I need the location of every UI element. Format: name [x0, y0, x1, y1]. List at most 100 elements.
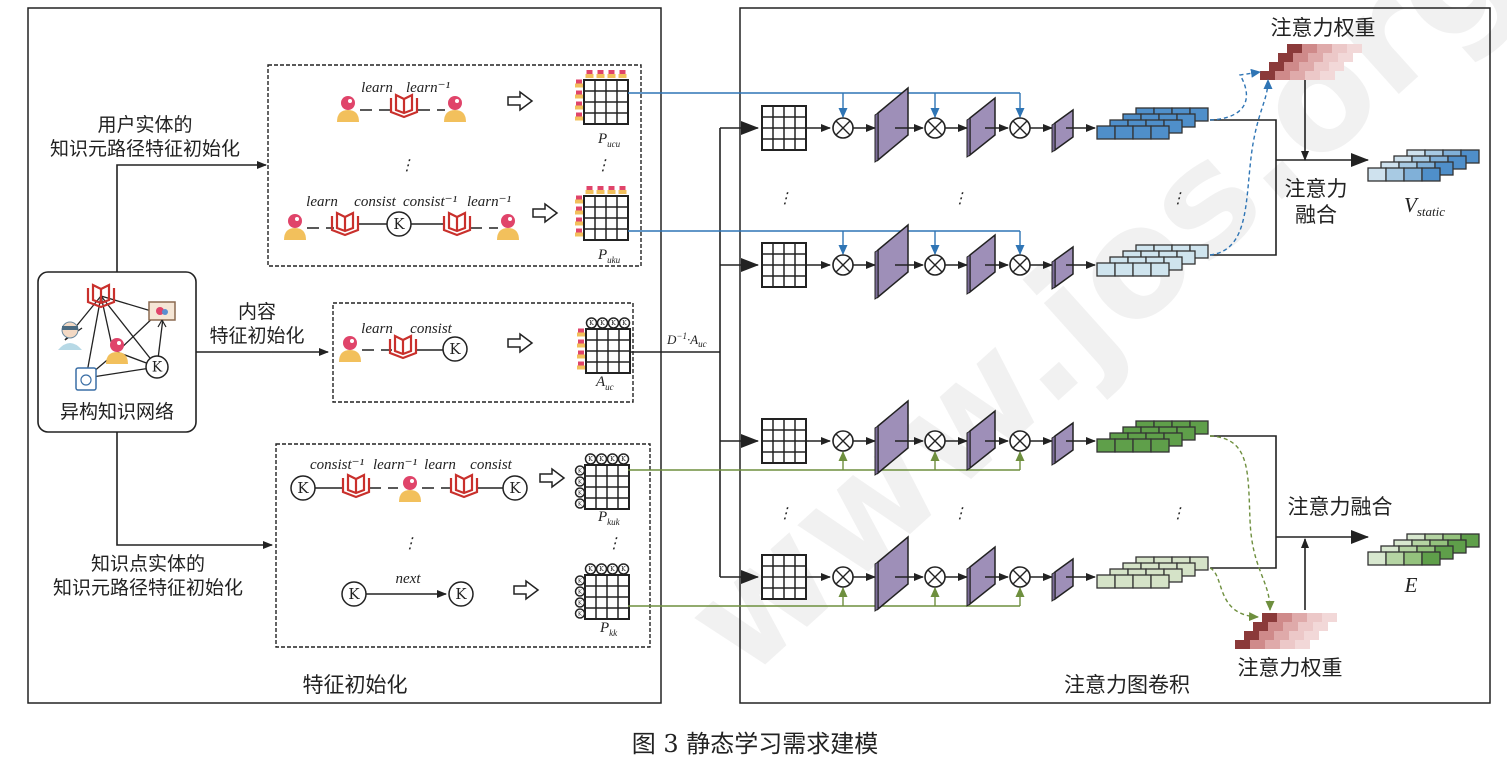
user-icon [337, 96, 359, 122]
output-e-label: E [1404, 573, 1418, 597]
matrix-p-kuk [584, 464, 630, 510]
matrix-label-puku: Puku [597, 247, 621, 265]
knowledge-node-circle [574, 498, 586, 509]
embedding-cell [1114, 438, 1134, 453]
knowledge-node-letter: K [455, 585, 467, 603]
user-body [497, 228, 519, 240]
book-pages [335, 211, 355, 233]
attention-weight-cell [1305, 71, 1320, 80]
knowledge-node-letter: K [588, 566, 593, 573]
embedding-cell [1150, 125, 1170, 140]
output-v-static-label: Vstatic [1404, 193, 1445, 219]
embedding-cell [1367, 167, 1387, 182]
user-head [501, 214, 515, 228]
element-wise-product-icon [1009, 254, 1031, 276]
attention-weight-cell [1284, 62, 1299, 71]
knowledge-node-circle [442, 336, 468, 362]
teacher-icon [58, 321, 82, 350]
edge-label: learn [306, 194, 338, 210]
bottom-fusion-lines [1210, 435, 1277, 569]
element-wise-product-icon [832, 254, 854, 276]
edge-label: consist [410, 321, 453, 337]
mini-knowledge-icon: K [574, 575, 586, 586]
mini-knowledge-icon: K [574, 608, 586, 619]
mini-knowledge-icon: K [617, 453, 630, 465]
feature-init-panel [27, 7, 662, 704]
knowledge-node-circle [595, 563, 608, 575]
embedding-cell [1132, 262, 1152, 277]
attention-flow-dashed [1209, 567, 1259, 622]
user-body [575, 116, 583, 121]
book-cover [330, 216, 360, 237]
content-branch-label-2: 特征初始化 [209, 325, 304, 347]
user-head [578, 328, 584, 333]
embedding-cell [1385, 167, 1405, 182]
embedding-cell [1132, 574, 1152, 589]
mini-user-icon [575, 206, 583, 215]
attention-weight-cell [1304, 631, 1319, 640]
content-branch-label-1: 内容 [238, 301, 276, 323]
knowledge-node-circle [574, 465, 586, 476]
mini-knowledge-icon: K [585, 317, 598, 329]
knowledge-node-letter: K [449, 340, 461, 358]
conv-layer-face [969, 545, 996, 606]
mini-user-icon [618, 70, 627, 78]
mini-user-icon [585, 186, 594, 194]
mini-user-icon [575, 195, 583, 204]
bottom-attention-weight [1235, 613, 1337, 649]
knowledge-branch-label-1: 知识点实体的 [91, 553, 205, 575]
attention-weight-cell [1269, 62, 1284, 71]
mini-user-icon [575, 228, 583, 237]
embedding-cell [1114, 574, 1134, 589]
embedding-cell [1150, 574, 1170, 589]
edge-label: learn⁻¹ [406, 80, 451, 96]
teacher-body [58, 343, 82, 350]
knowledge-node-circle [574, 597, 586, 608]
network-edge [85, 295, 102, 379]
user-body [575, 94, 583, 99]
mini-user-icon [618, 186, 627, 194]
matrix-p-uku [583, 195, 629, 241]
figure-caption: 图 3 静态学习需求建模 [632, 730, 879, 758]
user-metapath-box [267, 64, 642, 267]
user-row-embedding-stack [1096, 107, 1209, 140]
knowledge-node-icon: K [290, 475, 316, 501]
top-attention-weight-label: 注意力权重 [1271, 16, 1376, 40]
user-head [576, 228, 582, 233]
knowledge-node-circle [341, 581, 367, 607]
conv-layer-side [874, 249, 879, 300]
knowledge-node-letter: K [621, 456, 626, 463]
book-cover [449, 478, 479, 499]
transform-arrow-icon [507, 332, 534, 354]
knowledge-node-circle [595, 453, 608, 465]
attention-weight-cell [1274, 631, 1289, 640]
user-body [596, 190, 605, 194]
knowledge-node-letter: K [600, 320, 605, 327]
product-cross [927, 120, 943, 136]
graph-conv-layer-3 [1051, 421, 1074, 466]
element-wise-product-icon [832, 430, 854, 452]
user-head [576, 112, 582, 117]
network-label: 异构知识网络 [60, 401, 174, 423]
user-body [106, 352, 128, 364]
conv-layer-side [966, 117, 971, 158]
knowledge-node-letter: K [610, 456, 615, 463]
attention-weight-cell [1290, 71, 1305, 80]
user-head [341, 96, 355, 110]
user-head [576, 195, 582, 200]
user-head [619, 186, 626, 190]
element-wise-product-icon [832, 566, 854, 588]
attention-weight-cell [1275, 71, 1290, 80]
mini-knowledge-icon: K [574, 465, 586, 476]
knowledge-node-letter: K [578, 578, 583, 584]
knowledge-node-letter: K [588, 456, 593, 463]
product-cross [835, 433, 851, 449]
user-body [618, 190, 627, 194]
user-head [576, 206, 582, 211]
element-wise-product-icon [832, 117, 854, 139]
graph-conv-layer-2 [966, 233, 996, 295]
attention-weight-cell [1332, 44, 1347, 53]
attention-weight-cell [1307, 613, 1322, 622]
user-body [575, 221, 583, 226]
